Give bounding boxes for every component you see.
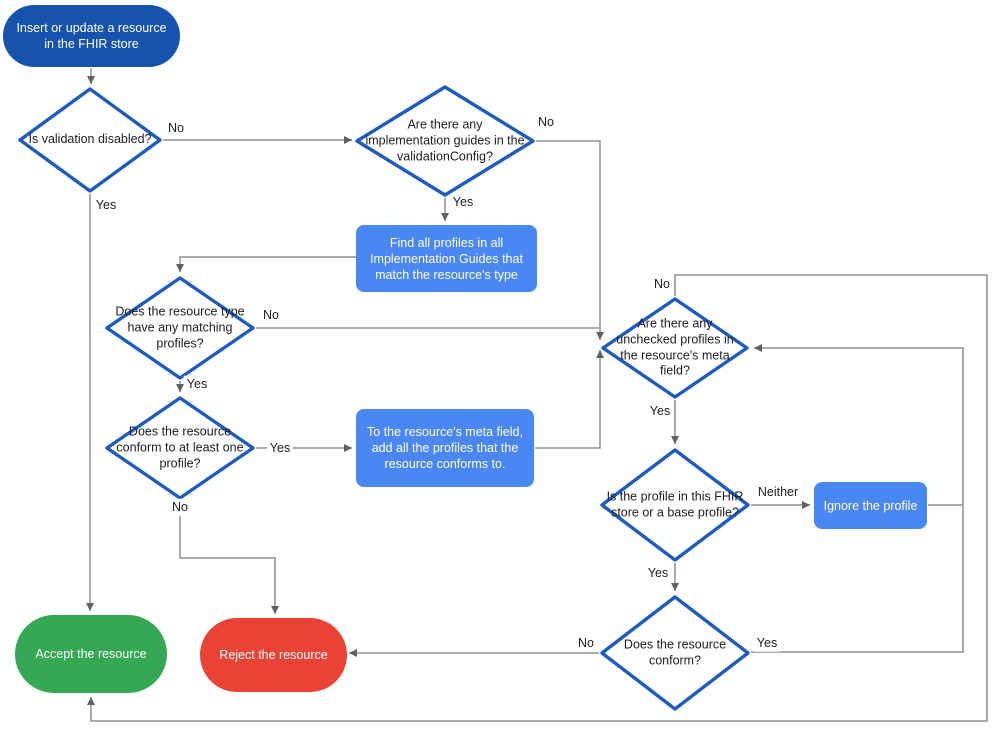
- edge-label-profileinstore-neither: Neither: [754, 483, 802, 501]
- edge-conformsone-no: [179, 501, 279, 614]
- node-reject-label: Reject the resource: [219, 648, 328, 662]
- diamond-shape: [18, 87, 162, 193]
- edge-label-guides-no: No: [535, 113, 557, 131]
- edge-label-conform-yes: Yes: [753, 634, 781, 652]
- edge-guides-no: [536, 140, 604, 340]
- edge-label-validation-yes: Yes: [92, 196, 120, 214]
- decision-profile-in-store-label: Is the profile in this FHIR store or a b…: [606, 489, 744, 519]
- edge-label-matching-yes: Yes: [183, 375, 211, 393]
- node-accept-label: Accept the resource: [35, 647, 147, 661]
- process-ignore-profile-label: Ignore the profile: [823, 498, 918, 513]
- decision-profile-in-store: Is the profile in this FHIR store or a b…: [600, 448, 750, 562]
- process-add-profiles: To the resource's meta field, add all th…: [356, 409, 534, 487]
- decision-matching-profiles-label: Does the resource type have any matching…: [115, 304, 245, 350]
- edge-label-conformsone-no: No: [169, 498, 191, 516]
- process-ignore-profile: Ignore the profile: [814, 482, 927, 529]
- edge-label-conform-no: No: [575, 634, 597, 652]
- decision-conforms-one-label: Does the resource conform to at least on…: [116, 424, 244, 470]
- decision-validation-disabled: Is validation disabled?: [18, 87, 162, 193]
- decision-unchecked-profiles: Are there any unchecked profiles in the …: [601, 297, 749, 399]
- edge-label-unchecked-yes: Yes: [646, 402, 674, 420]
- edge-addprofiles-to-unchecked: [535, 350, 604, 449]
- node-reject: Reject the resource: [200, 618, 347, 692]
- process-add-profiles-label: To the resource's meta field, add all th…: [367, 425, 523, 471]
- decision-implementation-guides-label: Are there any implementation guides in t…: [365, 117, 525, 163]
- edge-label-guides-yes: Yes: [449, 193, 477, 211]
- decision-implementation-guides: Are there any implementation guides in t…: [355, 85, 535, 197]
- diamond-shape: [355, 85, 535, 197]
- edge-label-profileinstore-yes: Yes: [644, 564, 672, 582]
- decision-unchecked-profiles-label: Are there any unchecked profiles in the …: [616, 316, 734, 378]
- process-find-profiles: Find all profiles in all Implementation …: [356, 225, 537, 292]
- edge-label-validation-no: No: [165, 119, 187, 137]
- process-find-profiles-label: Find all profiles in all Implementation …: [370, 235, 523, 282]
- node-accept: Accept the resource: [15, 615, 167, 693]
- edge-label-matching-no: No: [260, 306, 282, 324]
- node-start-label: Insert or update a resource in the FHIR …: [16, 21, 167, 51]
- decision-matching-profiles: Does the resource type have any matching…: [105, 276, 255, 380]
- decision-resource-conforms: Does the resource conform?: [600, 595, 750, 711]
- decision-resource-conforms-label: Does the resource conform?: [623, 637, 727, 667]
- edge-label-conformsone-yes: Yes: [266, 439, 294, 457]
- node-start: Insert or update a resource in the FHIR …: [3, 5, 180, 67]
- edge-label-unchecked-no: No: [651, 275, 673, 293]
- decision-validation-disabled-label: Is validation disabled?: [28, 132, 152, 147]
- decision-conforms-one: Does the resource conform to at least on…: [105, 396, 255, 500]
- edge-findprofiles-to-matching: [176, 256, 356, 272]
